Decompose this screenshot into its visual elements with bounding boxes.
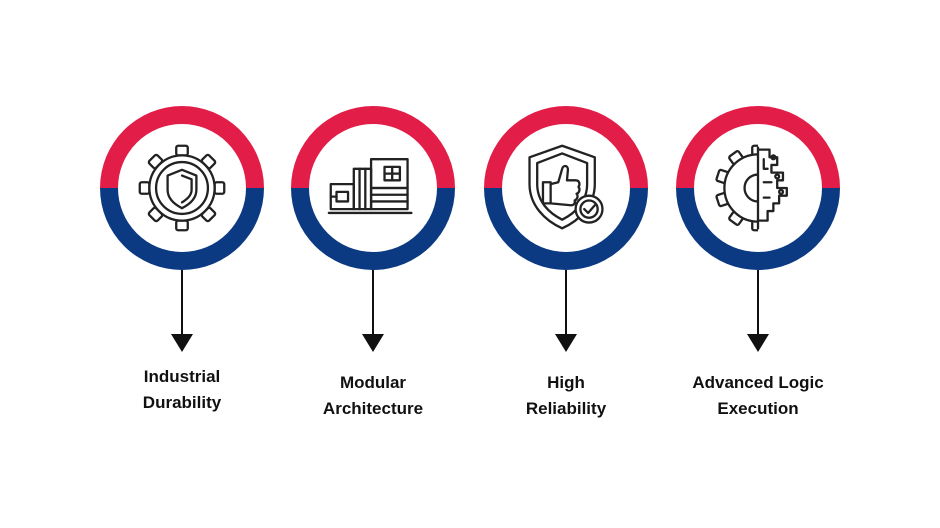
arrow-down-icon xyxy=(362,334,384,352)
feature-label-line1: Industrial xyxy=(143,367,221,386)
feature-industrial-durability: Industrial Durability xyxy=(82,0,282,528)
feature-advanced-logic-execution: Advanced Logic Execution xyxy=(658,0,858,528)
feature-high-reliability: High Reliability xyxy=(466,0,666,528)
feature-label: Advanced Logic Execution xyxy=(658,370,858,422)
connector-line xyxy=(181,270,183,336)
connector-line xyxy=(372,270,374,336)
feature-label-line1: High xyxy=(547,373,585,392)
arrow-down-icon xyxy=(555,334,577,352)
feature-label-line2: Execution xyxy=(717,399,799,418)
feature-label-line1: Modular xyxy=(339,373,407,392)
feature-ring xyxy=(484,106,648,270)
ring-inner xyxy=(118,124,246,252)
feature-label-line2: Reliability xyxy=(525,399,607,418)
arrow-down-icon xyxy=(171,334,193,352)
feature-label-line2: Architecture xyxy=(322,399,424,418)
feature-ring xyxy=(676,106,840,270)
gear-circuit-icon xyxy=(715,144,788,232)
connector-line xyxy=(757,270,759,336)
feature-label-line1: Advanced Logic xyxy=(692,373,824,392)
connector-line xyxy=(565,270,567,336)
feature-label-line2: Durability xyxy=(142,393,222,412)
ring-inner xyxy=(502,124,630,252)
feature-modular-architecture: Modular Architecture xyxy=(273,0,473,528)
modular-blocks-icon xyxy=(327,158,413,215)
feature-label: High Reliability xyxy=(466,370,666,422)
feature-label: Industrial Durability xyxy=(82,364,282,416)
feature-label: Modular Architecture xyxy=(273,370,473,422)
arrow-down-icon xyxy=(747,334,769,352)
feature-ring xyxy=(100,106,264,270)
ring-inner xyxy=(694,124,822,252)
feature-ring xyxy=(291,106,455,270)
gear-shield-icon xyxy=(138,144,226,232)
ring-inner xyxy=(309,124,437,252)
shield-thumbs-up-icon xyxy=(528,144,604,230)
